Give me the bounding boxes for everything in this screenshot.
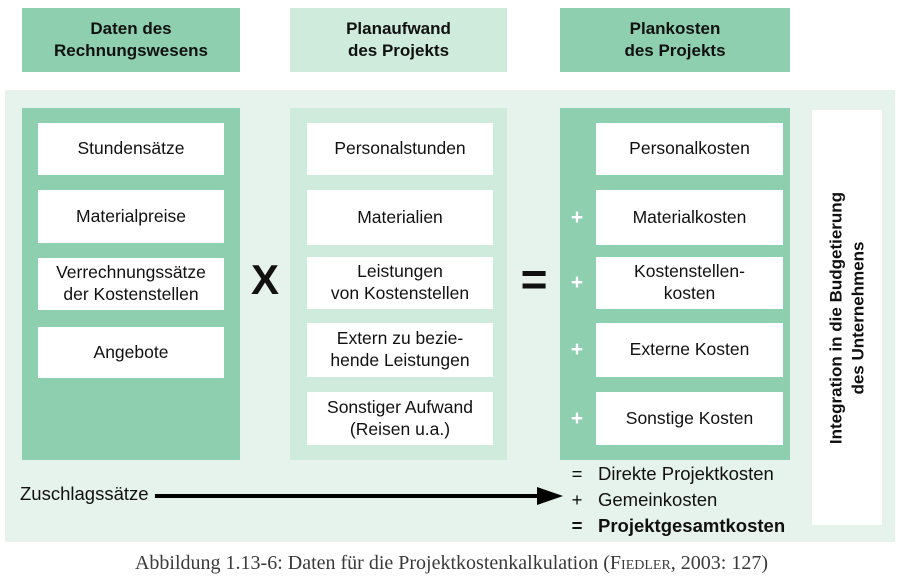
header-planned-costs: Plankosten des Projekts — [560, 8, 790, 72]
surcharge-rates-label: Zuschlagssätze — [20, 483, 149, 504]
figure-caption: Abbildung 1.13-6: Daten für die Projektk… — [0, 552, 903, 575]
box-kostenstellenkosten: Kostenstellen- kosten — [596, 257, 783, 309]
plus-sign: + — [570, 406, 584, 430]
column-costs: + + + + Personalkosten Materialkosten Ko… — [560, 108, 790, 460]
plus-sign: + — [570, 338, 584, 361]
summary-label: Projektgesamtkosten — [598, 515, 786, 536]
caption-author: Fiedler — [609, 552, 671, 574]
summary-row-projektgesamtkosten: = Projektgesamtkosten — [566, 513, 786, 539]
surcharge-arrow — [155, 487, 563, 505]
box-materialpreise: Materialpreise — [38, 190, 224, 243]
summary-symbol: + — [571, 489, 583, 510]
operator-equals: = — [520, 253, 548, 305]
box-personalkosten: Personalkosten — [596, 123, 783, 175]
box-materialkosten: Materialkosten — [596, 190, 783, 245]
summary-row-direkte-projektkosten: = Direkte Projektkosten — [566, 461, 785, 487]
summary-symbol: = — [571, 515, 583, 536]
operator-multiply: X — [250, 256, 279, 303]
box-externe-leistungen: Extern zu bezie- hende Leistungen — [307, 323, 493, 377]
box-verrechnungssaetze: Verrechnungssätze der Kostenstellen — [38, 258, 224, 310]
plus-sign: + — [570, 205, 584, 229]
caption-suffix: , 2003: 127) — [670, 552, 769, 574]
box-sonstige-kosten: Sonstige Kosten — [596, 392, 783, 445]
summary-row-gemeinkosten: + Gemeinkosten — [566, 487, 785, 513]
integration-sidebar: Integration in die Budgetierung des Unte… — [812, 110, 882, 525]
box-materialien: Materialien — [307, 190, 493, 245]
column-effort: Personalstunden Materialien Leistungen v… — [290, 108, 507, 460]
column-accounting: Stundensätze Materialpreise Verrechnungs… — [22, 108, 240, 460]
cost-summary-list: = Direkte Projektkosten + Gemeinkosten =… — [566, 461, 786, 539]
integration-label: Integration in die Budgetierung des Unte… — [826, 191, 868, 445]
box-personalstunden: Personalstunden — [307, 123, 493, 175]
box-externe-kosten: Externe Kosten — [596, 323, 783, 377]
summary-label: Direkte Projektkosten — [598, 463, 774, 484]
summary-label: Gemeinkosten — [598, 489, 718, 510]
box-stundensaetze: Stundensätze — [38, 123, 224, 175]
diagram-panel: Stundensätze Materialpreise Verrechnungs… — [5, 90, 895, 542]
caption-prefix: Abbildung 1.13-6: Daten für die Projektk… — [134, 552, 610, 574]
box-sonstiger-aufwand: Sonstiger Aufwand (Reisen u.a.) — [307, 392, 493, 445]
summary-symbol: = — [571, 463, 583, 484]
box-angebote: Angebote — [38, 327, 224, 378]
header-accounting-data: Daten des Rechnungswesens — [22, 8, 240, 72]
header-planned-effort: Planaufwand des Projekts — [290, 8, 507, 72]
box-leistungen-kostenstellen: Leistungen von Kostenstellen — [307, 257, 493, 309]
plus-sign: + — [570, 271, 584, 294]
